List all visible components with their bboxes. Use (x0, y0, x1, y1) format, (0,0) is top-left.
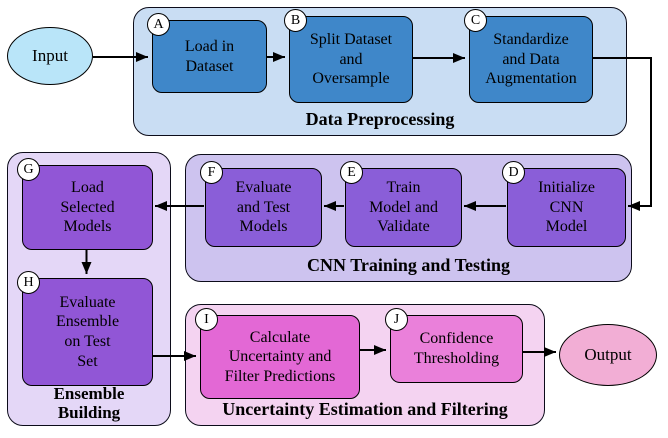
step-standardize-augmentation: C Standardize and Data Augmentation (464, 9, 593, 103)
step-b-label: Split Dataset and Oversample (309, 31, 393, 88)
step-i-label: Calculate Uncertainty and Filter Predict… (224, 328, 336, 385)
step-c-badge: C (464, 9, 487, 32)
group-ensemble-building: G Load Selected Models H Evaluate Ensemb… (7, 152, 171, 426)
step-train-model-validate: E Train Model and Validate (340, 161, 462, 247)
group-cnn-training-testing-label: CNN Training and Testing (307, 254, 510, 275)
step-f-badge: F (200, 161, 223, 184)
step-load-in-dataset: A Load in Dataset (147, 13, 267, 93)
group-ensemble-building-label: Ensemble Building (53, 383, 125, 422)
step-calculate-uncertainty-filter: I Calculate Uncertainty and Filter Predi… (195, 308, 360, 399)
output-label: Output (584, 345, 632, 364)
step-evaluate-ensemble-test-set: H Evaluate Ensemble on Test Set (17, 271, 153, 386)
group-data-preprocessing: A Load in Dataset B Split Dataset and Ov… (133, 7, 627, 136)
step-e-badge: E (340, 161, 363, 184)
step-i-badge: I (195, 308, 218, 331)
step-confidence-thresholding: J Confidence Thresholding (385, 308, 523, 383)
input-node: Input (7, 27, 93, 85)
group-cnn-training-testing: F Evaluate and Test Models E Train Model… (185, 154, 632, 282)
step-j-label: Confidence Thresholding (413, 330, 500, 367)
step-load-selected-models: G Load Selected Models (17, 158, 153, 250)
step-b-badge: B (284, 9, 307, 32)
step-a-badge: A (147, 13, 170, 36)
group-uncertainty-estimation-filtering-label: Uncertainty Estimation and Filtering (222, 398, 508, 419)
step-h-badge: H (17, 271, 40, 294)
step-d-badge: D (502, 161, 525, 184)
step-initialize-cnn-model: D Initialize CNN Model (502, 161, 626, 247)
group-uncertainty-estimation-filtering: I Calculate Uncertainty and Filter Predi… (185, 304, 545, 426)
step-e-label: Train Model and Validate (369, 179, 438, 236)
step-a-label: Load in Dataset (184, 37, 235, 75)
step-g-label: Load Selected Models (60, 179, 115, 236)
step-g-badge: G (17, 158, 40, 181)
step-evaluate-test-models: F Evaluate and Test Models (200, 161, 322, 247)
input-label: Input (32, 46, 68, 65)
output-node: Output (559, 324, 657, 386)
step-h-label: Evaluate Ensemble on Test Set (55, 293, 120, 370)
step-split-dataset-oversample: B Split Dataset and Oversample (284, 9, 413, 103)
group-data-preprocessing-label: Data Preprocessing (305, 108, 455, 129)
step-d-label: Initialize CNN Model (538, 179, 595, 236)
step-j-badge: J (385, 308, 408, 331)
step-f-label: Evaluate and Test Models (235, 179, 292, 236)
step-c-label: Standardize and Data Augmentation (485, 31, 577, 88)
